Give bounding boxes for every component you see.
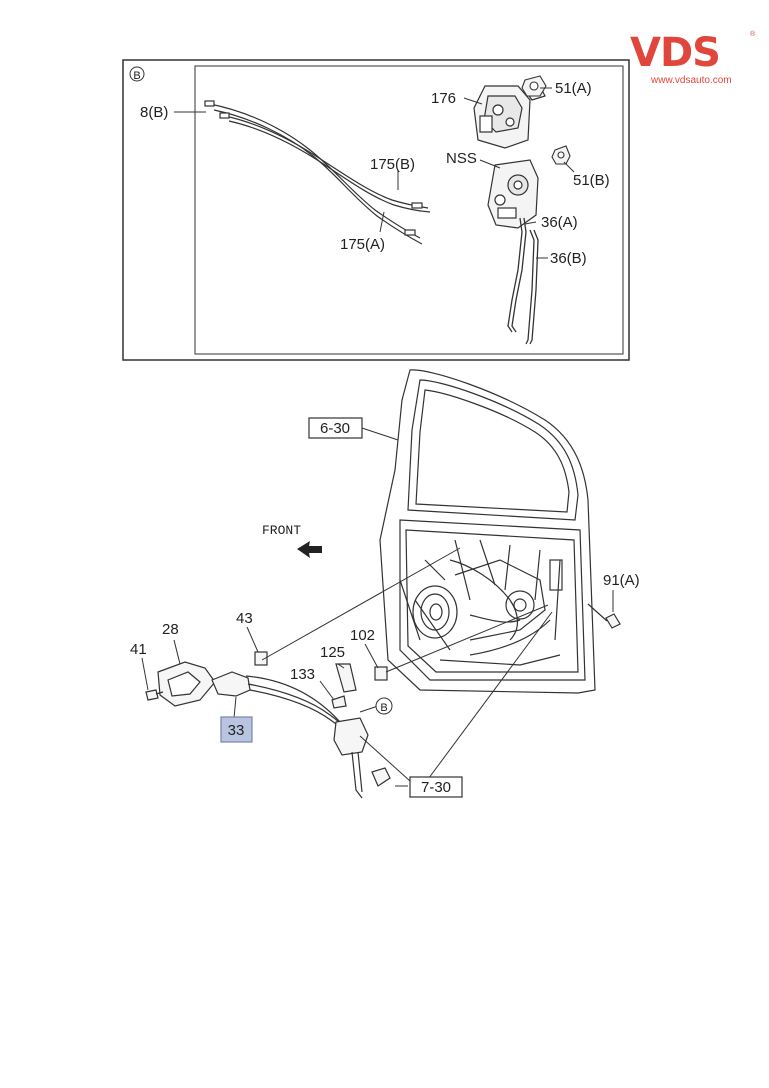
- inset-clips-drawing: [521, 75, 571, 165]
- main-marker-label: B: [380, 702, 387, 714]
- logo-url: www.vdsauto.com: [650, 75, 732, 86]
- handle-assembly-drawing: [145, 603, 621, 799]
- front-arrow-icon: [297, 541, 322, 558]
- logo-registered: ®: [750, 30, 756, 38]
- label-43: 43: [236, 610, 253, 627]
- label-51a: 51(A): [555, 80, 592, 97]
- inset-rods-drawing: [507, 217, 539, 345]
- inset-marker-b: B: [129, 66, 145, 82]
- inset-cables-drawing: [204, 100, 431, 245]
- highlighted-label-33[interactable]: 33: [220, 716, 253, 743]
- boxed-label-6-30: 6-30: [308, 417, 363, 439]
- label-176: 176: [431, 90, 456, 107]
- label-7-30: 7-30: [421, 779, 451, 796]
- label-175a: 175(A): [340, 236, 385, 253]
- label-nss: NSS: [446, 150, 477, 167]
- inset-marker-label: B: [133, 70, 140, 82]
- label-33[interactable]: 33: [228, 722, 245, 739]
- inset-labels: 8(B) 176 51(A) NSS 51(B) 175(B) 175(A) 3…: [140, 80, 610, 267]
- front-indicator: FRONT: [262, 523, 322, 558]
- inset-detail-b: [122, 59, 630, 361]
- label-102: 102: [350, 627, 375, 644]
- main-labels: 91(A) 43 28 41 102 125 133: [130, 572, 640, 683]
- front-label: FRONT: [262, 523, 301, 538]
- label-175b: 175(B): [370, 156, 415, 173]
- inset-leaders: [174, 87, 575, 259]
- label-125: 125: [320, 644, 345, 661]
- label-28: 28: [162, 621, 179, 638]
- label-6-30: 6-30: [320, 420, 350, 437]
- label-41: 41: [130, 641, 147, 658]
- logo-brand: VDS: [630, 30, 720, 76]
- boxed-label-7-30: 7-30: [409, 776, 463, 798]
- label-51b: 51(B): [573, 172, 610, 189]
- main-marker-b: B: [375, 697, 393, 715]
- label-36a: 36(A): [541, 214, 578, 231]
- main-leaders: [141, 427, 614, 791]
- vds-logo: VDS ® www.vdsauto.com: [630, 30, 756, 86]
- inset-lock-nss-drawing: [487, 159, 539, 229]
- label-8b: 8(B): [140, 104, 168, 121]
- door-panel-drawing: [379, 369, 596, 694]
- label-91a: 91(A): [603, 572, 640, 589]
- label-133: 133: [290, 666, 315, 683]
- label-36b: 36(B): [550, 250, 587, 267]
